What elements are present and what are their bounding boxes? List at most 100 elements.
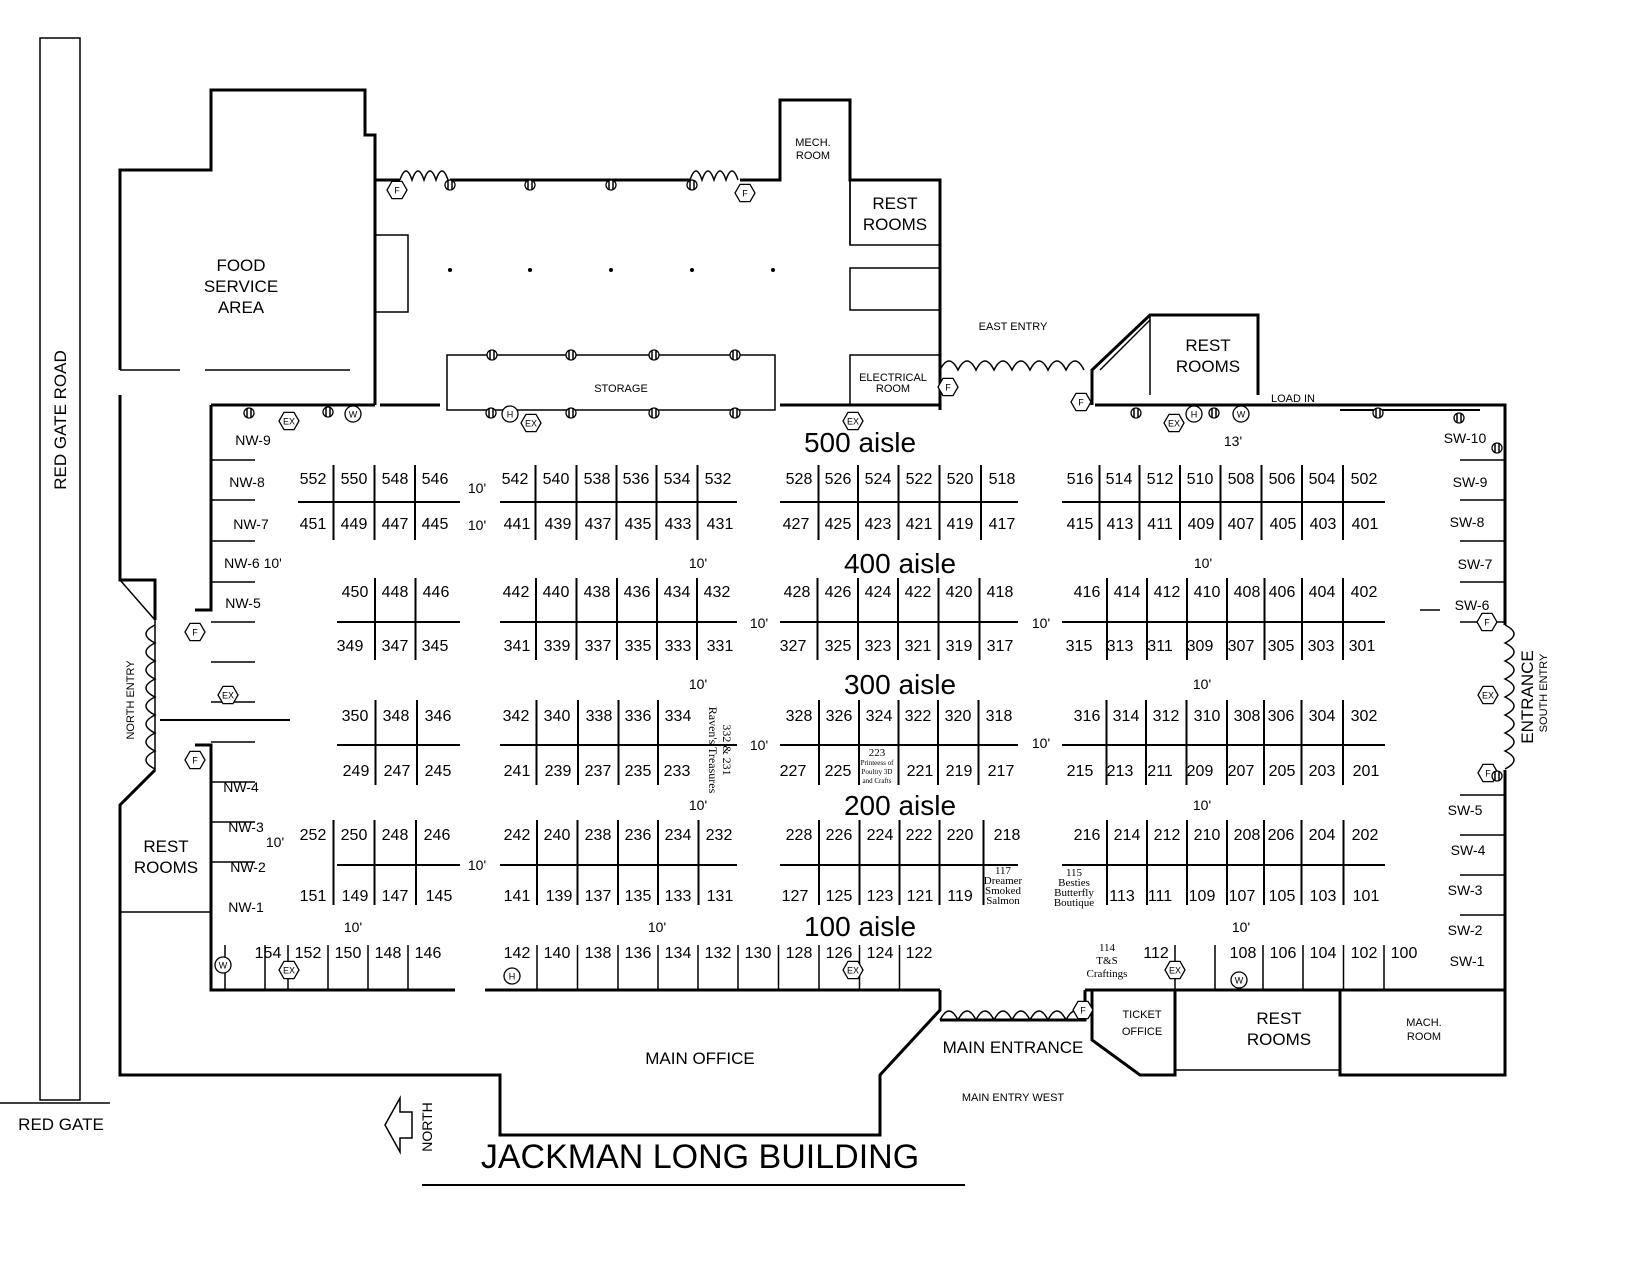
booth-441: 441 [504,516,531,533]
outlet-icon [1491,770,1503,782]
nw-booth-NW-2: NW-2 [230,859,266,875]
vendor-117: Salmon [986,895,1020,907]
booth-309: 309 [1187,638,1214,655]
booth-305: 305 [1268,638,1295,655]
sw-booth-SW-9: SW-9 [1453,474,1488,490]
entrance-label: ENTRANCE [1518,650,1537,744]
booth-152: 152 [295,945,322,962]
red-gate-road: RED GATE ROAD RED GATE [0,37,110,1134]
booth-550: 550 [341,471,368,488]
outlet-icon [486,349,498,361]
booth-403: 403 [1310,516,1337,533]
sw-booth-SW-8: SW-8 [1450,514,1485,530]
aisle-label: 200 aisle [844,790,956,821]
vendor-117: Dreamer [984,875,1023,887]
booth-431: 431 [707,516,734,533]
booth-425: 425 [825,516,852,533]
booth-109: 109 [1189,888,1216,905]
road-label: RED GATE ROAD [51,350,70,489]
booth-140: 140 [544,945,571,962]
booth-432: 432 [704,584,731,601]
spacing-label: 10' [1194,555,1212,571]
booth-316: 316 [1074,708,1101,725]
booth-304: 304 [1309,708,1336,725]
booth-528: 528 [786,471,813,488]
booth-214: 214 [1114,827,1141,844]
outlet-icon [1453,412,1465,424]
booth-201: 201 [1353,763,1380,780]
rest-rooms-label: ROOMS [863,215,927,234]
nw-booth-NW-3: NW-3 [228,819,264,835]
booth-209: 209 [1187,763,1214,780]
east-entry-label: EAST ENTRY [979,321,1048,333]
booth-320: 320 [945,708,972,725]
vendor-114: T&S [1096,955,1117,967]
room-labels: FOOD SERVICE AREA MECH. ROOM REST ROOMS … [125,137,1550,1176]
booth-536: 536 [623,471,650,488]
vendor-117: Smoked [985,885,1022,897]
outlet-icon [648,349,660,361]
booth-145: 145 [426,888,453,905]
exit-icon: EX [842,960,864,980]
booth-424: 424 [865,584,892,601]
booth-428: 428 [784,584,811,601]
spacing-label: 10' [1032,735,1050,751]
booth-514: 514 [1106,471,1133,488]
booth-408: 408 [1234,584,1261,601]
booth-328: 328 [786,708,813,725]
vendor-115: Butterfly [1054,887,1094,899]
booth-445: 445 [422,516,449,533]
sw-booth-SW-10: SW-10 [1444,430,1487,446]
svg-text:F: F [192,756,198,766]
booth-322: 322 [905,708,932,725]
mech-room-label: MECH. [795,137,830,149]
booth-210: 210 [1194,827,1221,844]
mach-room-label: ROOM [1407,1031,1441,1043]
main-office-label: MAIN OFFICE [645,1049,755,1068]
booth-128: 128 [786,945,813,962]
booth-302: 302 [1351,708,1378,725]
svg-text:W: W [1237,410,1246,420]
hydrant-icon: H [1185,405,1203,423]
svg-text:EX: EX [283,966,295,976]
booth-250: 250 [341,827,368,844]
booth-327: 327 [780,638,807,655]
nw-booth-NW-5: NW-5 [225,595,261,611]
svg-text:F: F [945,383,951,393]
outlet-icon [686,179,698,191]
booth-124: 124 [867,945,894,962]
booth-133: 133 [665,888,692,905]
booth-146: 146 [415,945,442,962]
booth-154: 154 [255,945,282,962]
booth-224: 224 [867,827,894,844]
booth-335: 335 [625,638,652,655]
booth-321: 321 [905,638,932,655]
rest-rooms-label: REST [1256,1009,1301,1028]
svg-text:W: W [1235,976,1244,986]
booth-325: 325 [825,638,852,655]
spacing-label: 10' [648,919,666,935]
booth-207: 207 [1228,763,1255,780]
booth-319: 319 [946,638,973,655]
booth-516: 516 [1067,471,1094,488]
booth-542: 542 [502,471,529,488]
booth-346: 346 [425,708,452,725]
booth-112: 112 [1143,945,1169,962]
booth-510: 510 [1187,471,1214,488]
svg-text:EX: EX [1168,419,1180,429]
spacing-label: 10' [344,919,362,935]
sw-booth-SW-6: SW-6 [1455,597,1490,613]
booth-237: 237 [585,763,612,780]
booth-402: 402 [1351,584,1378,601]
rest-rooms-label: REST [1185,336,1230,355]
booth-401: 401 [1352,516,1379,533]
spacing-label: 10' [1193,797,1211,813]
booth-202: 202 [1352,827,1379,844]
booth-126: 126 [826,945,853,962]
booth-106: 106 [1270,945,1297,962]
booth-245: 245 [425,763,452,780]
hydrant-icon: H [501,405,519,423]
booth-538: 538 [584,471,611,488]
booth-150: 150 [335,945,362,962]
